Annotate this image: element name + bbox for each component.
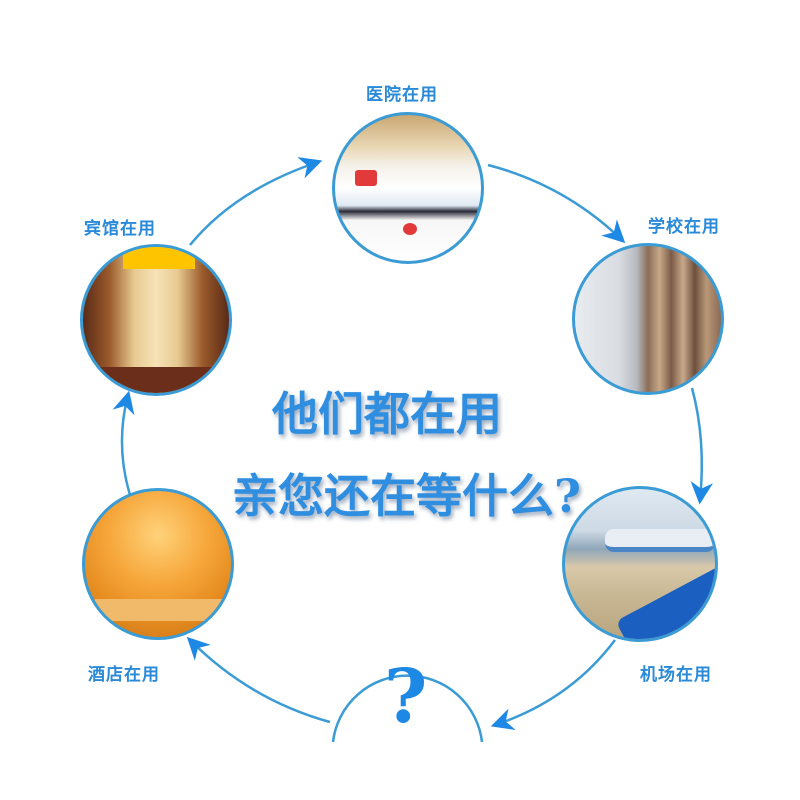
heart-logo-icon xyxy=(403,223,417,235)
hotel-lobby-photo xyxy=(82,488,234,640)
school-library-photo xyxy=(572,243,724,395)
headline-line1: 他们都在用 xyxy=(272,387,502,441)
airplane-fuselage xyxy=(605,529,715,552)
guesthouse-corridor-photo xyxy=(80,244,232,396)
airport-photo xyxy=(562,486,718,642)
node-label-school: 学校在用 xyxy=(648,217,720,237)
reception-desk xyxy=(95,599,231,621)
node-label-airport: 机场在用 xyxy=(640,665,712,685)
headline-line2: 亲您还在等什么? xyxy=(232,469,581,523)
corridor-carpet xyxy=(83,367,229,393)
ceiling-light xyxy=(123,247,195,269)
hospital-sign-icon xyxy=(355,170,377,186)
hospital-photo xyxy=(332,112,484,264)
airplane-stairs xyxy=(615,564,715,639)
node-label-hospital: 医院在用 xyxy=(366,85,438,105)
node-label-hotel: 酒店在用 xyxy=(88,665,160,685)
node-label-guesthouse: 宾馆在用 xyxy=(84,219,156,239)
question-mark-icon: ? xyxy=(384,654,428,740)
